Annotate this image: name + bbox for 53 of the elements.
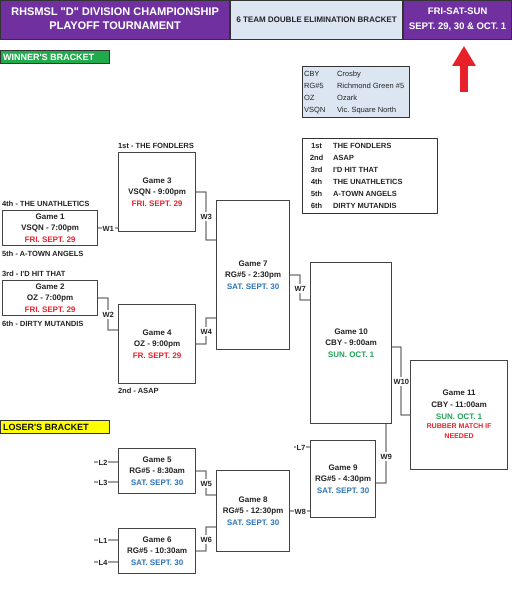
subtitle: 6 TEAM DOUBLE ELIMINATION BRACKET (230, 0, 403, 40)
game-box (118, 528, 196, 574)
section-heading: WINNER'S BRACKET (0, 50, 110, 64)
game-date: FR. SEPT. 29 (132, 350, 182, 362)
game-name: Game 5 (142, 454, 172, 466)
game-box (118, 448, 196, 494)
game-time: RG#5 - 12:30pm (222, 505, 284, 517)
game-name: Game 11 (442, 387, 476, 400)
game-name: Game 8 (238, 494, 268, 506)
bracket-line (392, 346, 410, 416)
game-name: Game 9 (328, 462, 358, 474)
bracket-line (196, 192, 216, 240)
date-range: SEPT. 29, 30 & OCT. 1 (408, 21, 508, 34)
game-date: FRI. SEPT. 29 (24, 304, 76, 316)
game-name: Game 6 (142, 534, 172, 546)
game-box (216, 470, 290, 552)
game-name: Game 1 (36, 210, 64, 222)
game-date: SAT. SEPT. 30 (316, 484, 370, 496)
game-time: CBY - 9:00am (325, 337, 377, 349)
game-time: CBY - 11:00am (431, 399, 487, 411)
game-box (2, 210, 98, 246)
game-box (118, 304, 196, 384)
game-box (118, 152, 196, 232)
game-date: FRI. SEPT. 29 (132, 198, 182, 210)
game-name: Game 3 (142, 174, 172, 186)
game-box (310, 440, 376, 518)
date-range: FRI-SAT-SUN (426, 6, 488, 19)
game-date: SAT. SEPT. 30 (226, 280, 280, 292)
game-date: FRI. SEPT. 29 (24, 234, 76, 246)
game-box (310, 262, 392, 424)
game-date: SUN. OCT. 1 (436, 410, 482, 422)
game-time: OZ - 7:00pm (26, 292, 74, 304)
game-time: RG#5 - 2:30pm (224, 269, 282, 281)
game-time: OZ - 9:00pm (134, 338, 180, 350)
game-name: Game 10 (334, 326, 368, 338)
game-box (216, 200, 290, 350)
game-time: RG#5 - 10:30am (126, 545, 188, 557)
title: RHSMSL "D" DIVISION CHAMPIONSHIP PLAYOFF TOURNAMENT (0, 0, 230, 40)
game-date: SAT. SEPT. 30 (130, 556, 184, 568)
game-box (410, 360, 508, 470)
bracket-line (376, 424, 386, 484)
game-date: SAT. SEPT. 30 (130, 476, 184, 488)
game-time: VSQN - 7:00pm (21, 222, 79, 234)
section-heading: LOSER'S BRACKET (0, 420, 110, 434)
game-time: VSQN - 9:00pm (128, 186, 186, 198)
game-name: Game 2 (36, 280, 64, 292)
game-name: Game 4 (142, 326, 172, 338)
game-time: RG#5 - 4:30pm (314, 473, 372, 485)
game-time: RG#5 - 8:30am (129, 465, 185, 477)
game-date: SAT. SEPT. 30 (226, 516, 280, 528)
game-box (2, 280, 98, 316)
game-date: SUN. OCT. 1 (328, 348, 374, 360)
game-name: Game 7 (238, 258, 268, 270)
